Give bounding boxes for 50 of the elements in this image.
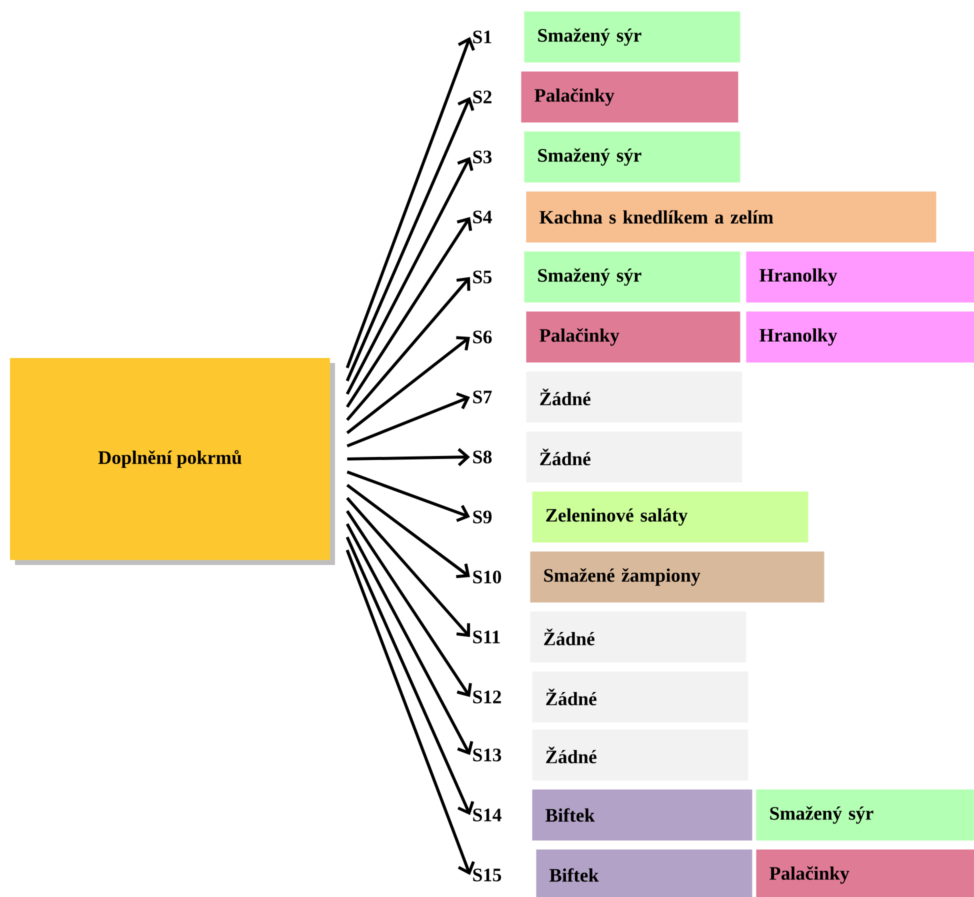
- dish-box: Smažené žampiony: [530, 552, 824, 602]
- arrow: [347, 448, 470, 466]
- step-label: S14: [473, 808, 502, 822]
- dish-box: Žádné: [526, 372, 742, 422]
- arrow: [346, 392, 470, 448]
- step-label: S13: [473, 748, 502, 762]
- dish-box: Smažený sýr: [524, 252, 740, 302]
- step-label: S15: [473, 868, 502, 882]
- dish-box: Zeleninové saláty: [532, 492, 808, 542]
- step-label: S1: [473, 30, 492, 44]
- arrow: [346, 96, 474, 382]
- process-box: Doplnění pokrmů: [10, 358, 335, 565]
- arrow: [346, 510, 472, 697]
- step-label: S3: [473, 150, 492, 164]
- step-label: S8: [473, 450, 492, 464]
- dish-box: Žádné: [532, 730, 748, 780]
- arrow: [346, 36, 475, 368]
- step-label: S4: [473, 210, 492, 224]
- dish-box: Kachna s knedlíkem a zelím: [526, 192, 936, 242]
- dish-box: Biftek: [532, 790, 752, 840]
- step-label: S2: [473, 90, 492, 104]
- dish-box: Žádné: [532, 672, 748, 722]
- dish-box: Smažený sýr: [524, 12, 740, 62]
- dish-box: Palačinky: [756, 850, 974, 897]
- step-label: S11: [473, 630, 500, 644]
- step-label: S12: [473, 690, 501, 704]
- arrow: [346, 470, 470, 522]
- dish-box: Smažený sýr: [756, 790, 974, 840]
- dish-box: Smažený sýr: [524, 132, 740, 182]
- step-label: S6: [473, 330, 492, 344]
- arrow: [346, 536, 474, 815]
- arrow: [346, 217, 472, 408]
- dish-box: Hranolky: [746, 312, 974, 362]
- arrow: [346, 484, 470, 578]
- step-label: S5: [473, 270, 492, 284]
- step-label: S9: [473, 510, 492, 524]
- arrow: [346, 157, 474, 395]
- dish-box: Palačinky: [521, 72, 738, 122]
- arrow: [346, 550, 475, 875]
- dish-box: Biftek: [536, 850, 752, 897]
- step-label: S10: [473, 570, 502, 584]
- arrow: [346, 277, 470, 421]
- arrow: [346, 497, 470, 637]
- dish-box: Palačinky: [526, 312, 740, 362]
- arrow: [346, 336, 470, 434]
- dish-box: Hranolky: [746, 252, 974, 302]
- arrow: [346, 523, 474, 755]
- dish-box: Žádné: [526, 432, 742, 482]
- step-label: S7: [473, 390, 492, 404]
- dish-box: Žádné: [530, 612, 746, 662]
